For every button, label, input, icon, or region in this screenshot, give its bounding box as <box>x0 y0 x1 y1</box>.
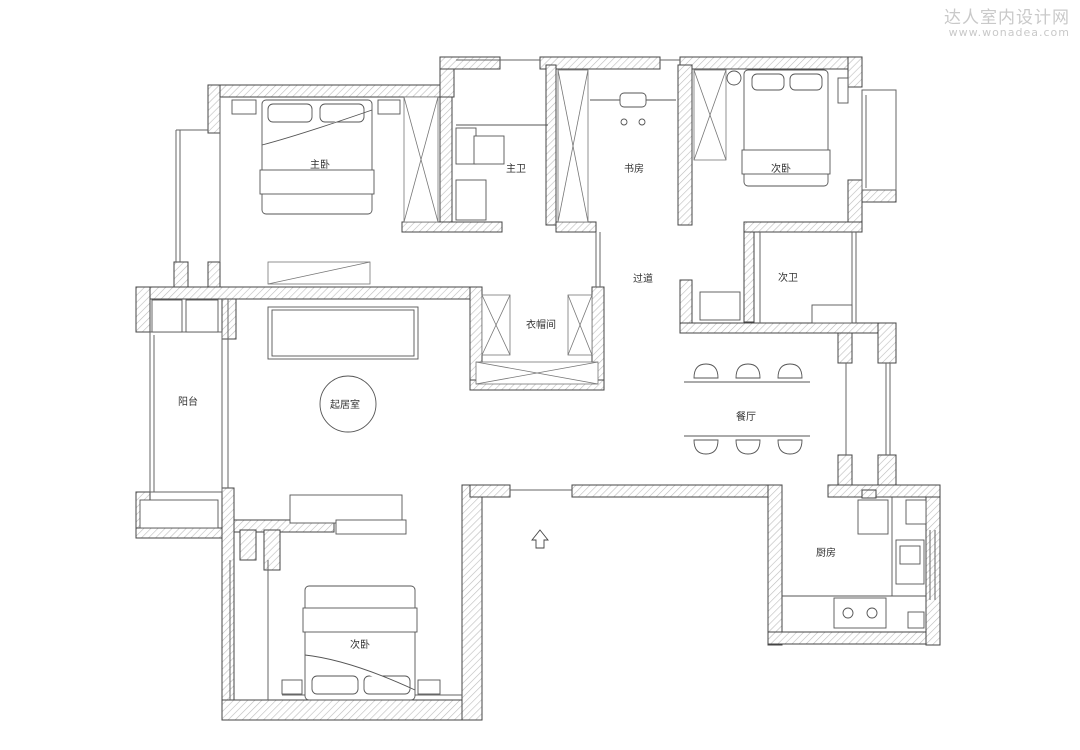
watermark-brand: 达人室内设计网 <box>944 8 1070 28</box>
room-label-second-bedroom-top: 次卧 <box>771 162 791 175</box>
wardrobes <box>267 69 727 385</box>
room-label-corridor: 过道 <box>633 272 653 285</box>
walls <box>135 56 941 721</box>
chair-icon <box>619 92 647 126</box>
room-label-balcony: 阳台 <box>178 395 198 408</box>
room-label-second-bath: 次卫 <box>778 271 798 284</box>
watermark-url: www.wonadea.com <box>948 26 1070 39</box>
bed-icon <box>741 69 831 187</box>
room-label-second-bedroom-bottom: 次卧 <box>350 638 370 651</box>
room-label-dining-room: 餐厅 <box>736 410 756 423</box>
bed-icon <box>302 585 418 701</box>
entrance-arrow-icon <box>531 529 549 549</box>
room-label-living-room: 起居室 <box>330 398 360 411</box>
room-label-master-bath: 主卫 <box>506 163 526 175</box>
room-label-kitchen: 厨房 <box>816 546 836 559</box>
room-label-cloakroom: 衣帽间 <box>526 318 556 331</box>
room-labels: 主卧 主卫 书房 次卧 过道 次卫 衣帽间 阳台 起居室 餐厅 厨房 次卧 <box>178 158 836 651</box>
stove-icon <box>833 597 887 629</box>
sink-icon <box>895 539 925 585</box>
bed-icon <box>259 99 375 215</box>
room-label-master-bedroom: 主卧 <box>310 158 330 171</box>
chair-icon <box>693 363 803 455</box>
room-label-study: 书房 <box>624 162 644 175</box>
furniture <box>139 69 927 701</box>
